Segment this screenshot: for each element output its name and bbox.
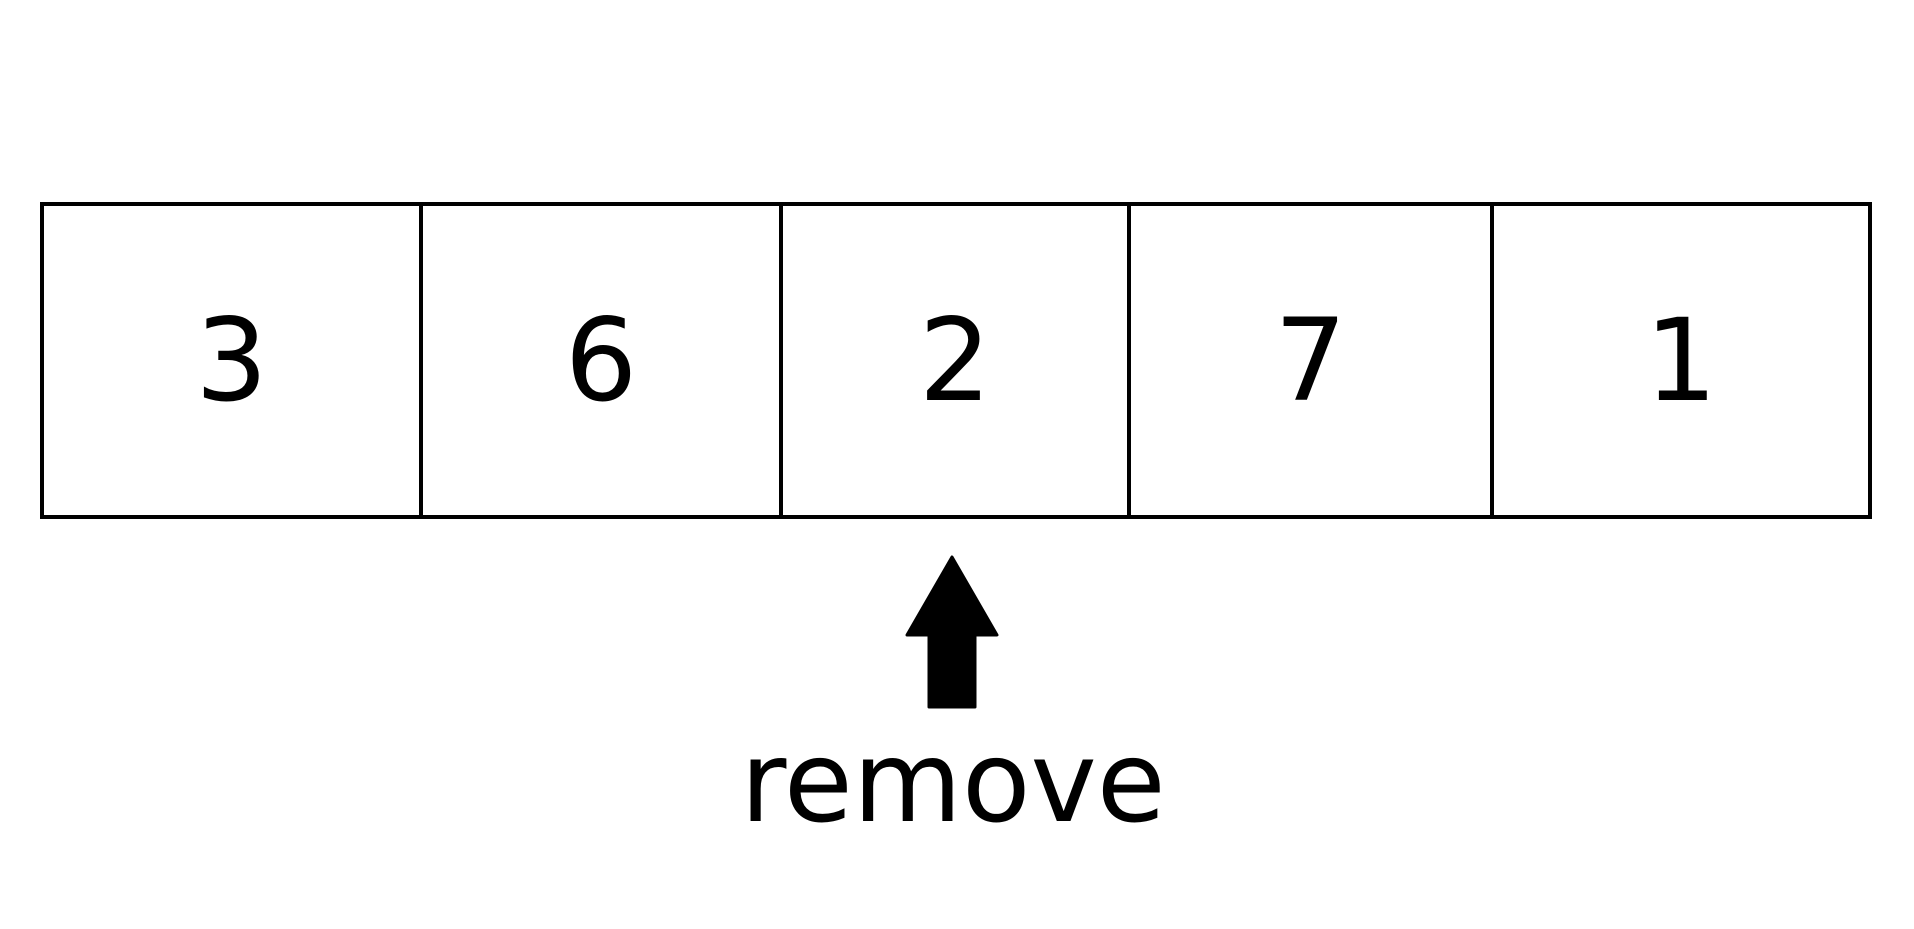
array-cell: 1 [1494, 206, 1868, 515]
array-cell-target: 2 [783, 206, 1131, 515]
cell-value: 7 [1274, 293, 1347, 427]
array-diagram: 3 6 2 7 1 [40, 202, 1872, 519]
array-cell: 6 [423, 206, 783, 515]
up-arrow-icon [905, 555, 999, 709]
cell-value: 6 [564, 293, 638, 427]
array-cell: 3 [44, 206, 423, 515]
cell-value: 3 [195, 293, 268, 427]
array-cell: 7 [1131, 206, 1494, 515]
cell-value: 1 [1644, 293, 1718, 427]
cell-value: 2 [918, 293, 992, 427]
remove-label: remove [740, 718, 1166, 848]
